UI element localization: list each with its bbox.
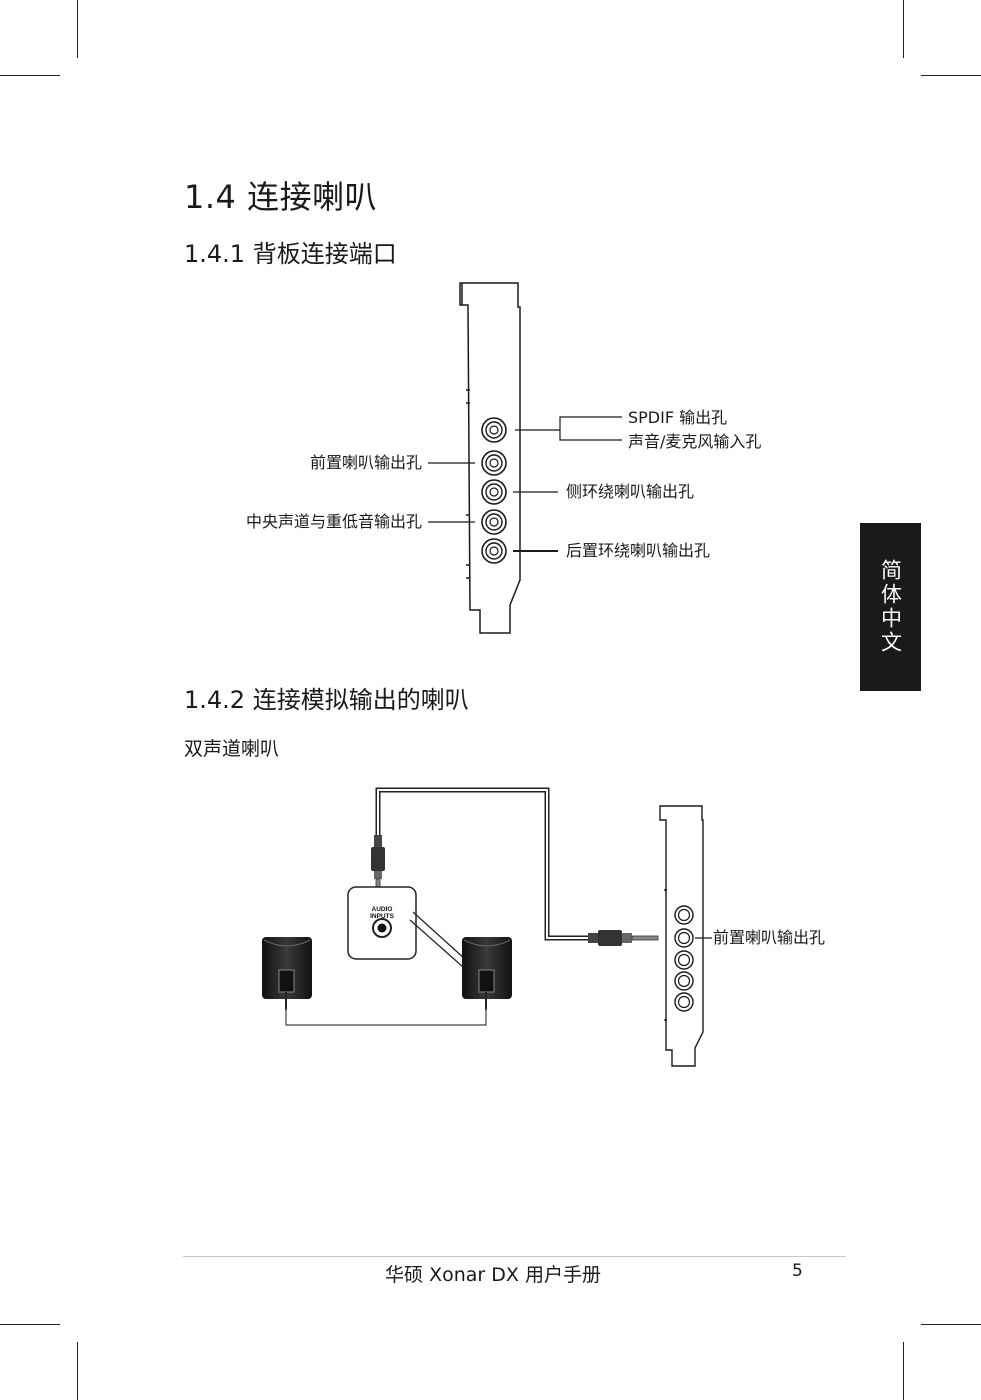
audio-inputs-label-1: AUDIO <box>372 906 393 913</box>
language-tab: 简体中文 <box>860 523 921 691</box>
subsection-heading-analog: 1.4.2 连接模拟输出的喇叭 <box>184 686 469 714</box>
jack-side <box>481 479 507 505</box>
jack-column <box>481 417 507 564</box>
card-bracket-small <box>659 805 704 1067</box>
label-mic-in: 声音/麦克风输入孔 <box>628 432 762 451</box>
jack-front <box>481 450 507 476</box>
crop-mark <box>921 1324 981 1325</box>
language-tab-label: 简体中文 <box>878 559 903 655</box>
jack-center <box>481 509 507 535</box>
footer-title: 华硕 Xonar DX 用户手册 <box>385 1264 601 1286</box>
crop-mark <box>0 75 60 76</box>
label-center-sub-out: 中央声道与重低音输出孔 <box>245 512 422 531</box>
right-speaker <box>462 937 512 1010</box>
card-plug <box>588 930 659 946</box>
jack-spdif <box>481 417 507 443</box>
label-front-out: 前置喇叭输出孔 <box>309 453 422 472</box>
crop-mark <box>77 0 78 58</box>
label-side-out: 侧环绕喇叭输出孔 <box>566 482 695 501</box>
jack-rear <box>481 538 507 564</box>
footer-rule <box>183 1256 846 1257</box>
speaker-connection-diagram: AUDIO INPUTS <box>262 787 712 1067</box>
bracket-outline <box>459 282 521 634</box>
leader-spdif <box>515 416 622 431</box>
audio-inputs-label-2: INPUTS <box>370 913 395 920</box>
speaker-link-cable <box>285 1008 487 1026</box>
page-number: 5 <box>792 1261 803 1281</box>
label-spdif-out: SPDIF 输出孔 <box>628 408 728 427</box>
leader-mic <box>559 430 622 441</box>
section-heading: 1.4 连接喇叭 <box>184 178 378 216</box>
left-speaker <box>262 937 312 1010</box>
label-front-out-2: 前置喇叭输出孔 <box>713 928 826 947</box>
crop-mark <box>0 1324 60 1325</box>
card-jacks <box>674 905 694 1012</box>
crop-mark <box>903 0 904 58</box>
caption-two-channel: 双声道喇叭 <box>184 738 280 760</box>
crop-mark <box>921 75 981 76</box>
label-rear-out: 后置环绕喇叭输出孔 <box>566 541 711 560</box>
bracket-diagram <box>428 282 622 634</box>
crop-mark <box>903 1342 904 1400</box>
subsection-heading-backplate: 1.4.1 背板连接端口 <box>184 240 397 268</box>
crop-mark <box>77 1342 78 1400</box>
